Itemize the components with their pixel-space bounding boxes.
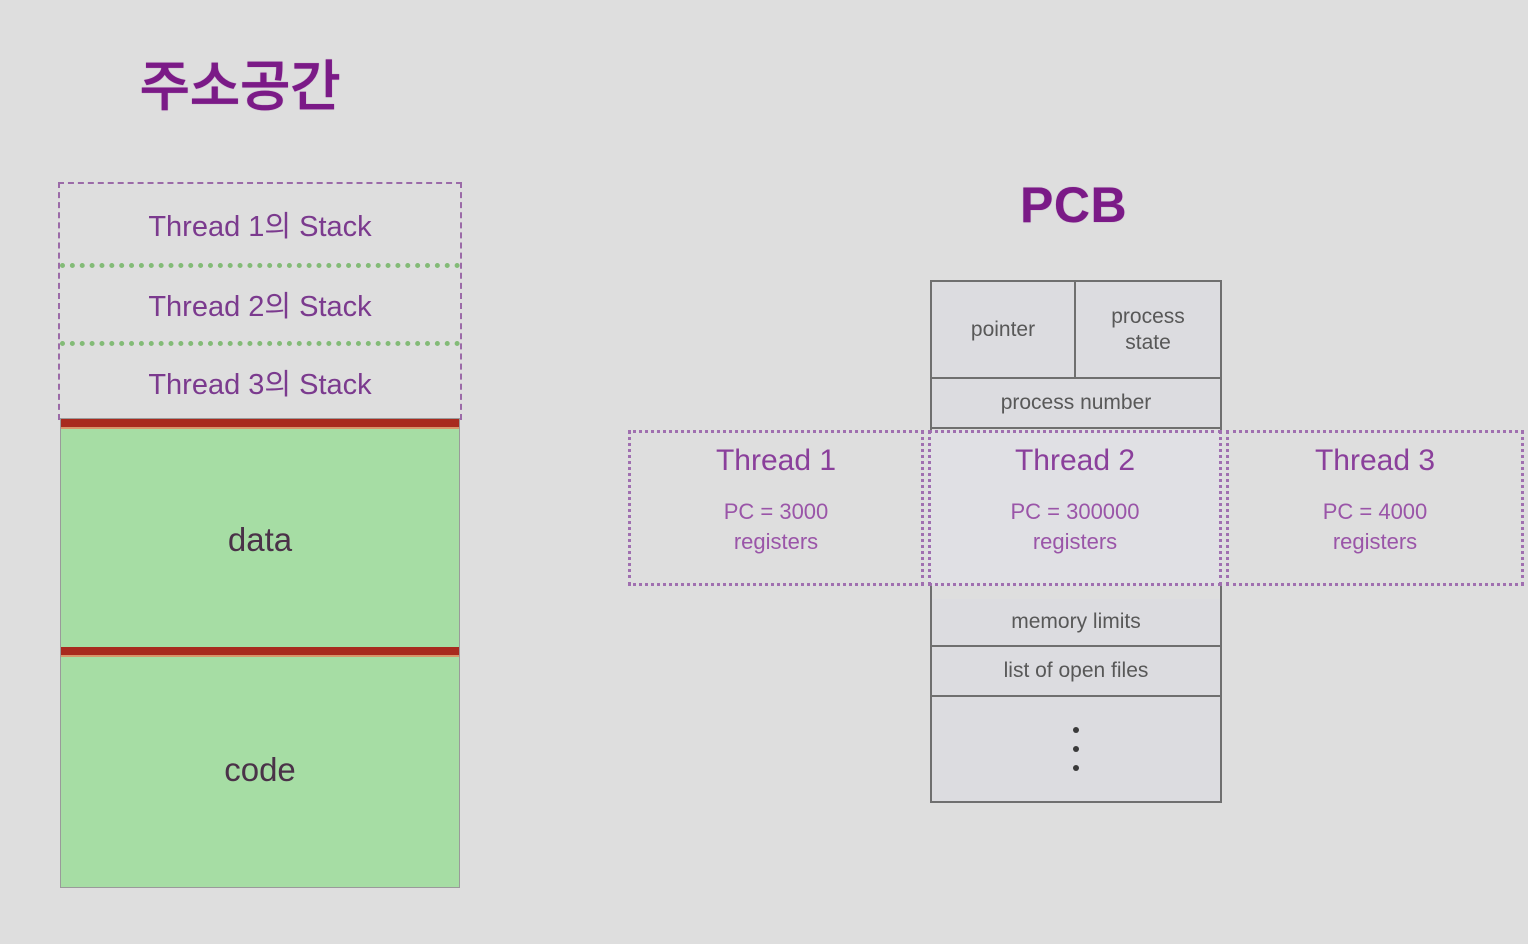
pcb-row-list-of-open-files: list of open files bbox=[932, 647, 1220, 697]
address-space-title: 주소공간 bbox=[140, 57, 341, 117]
stack-row-thread-1: Thread 1의 Stack bbox=[60, 186, 460, 262]
pcb-row-process-number: process number bbox=[932, 379, 1220, 429]
thread-box-registers: registers bbox=[733, 529, 819, 554]
address-space-diagram: Thread 1의 Stack Thread 2의 Stack Thread 3… bbox=[58, 182, 462, 888]
segment-divider-top bbox=[61, 419, 459, 429]
thread-box-pc: PC = 300000 bbox=[1010, 499, 1140, 524]
stack-row-thread-3: Thread 3의 Stack bbox=[60, 344, 460, 420]
stack-row-label: Thread 1의 Stack bbox=[148, 211, 372, 243]
thread-box-registers: registers bbox=[1032, 529, 1118, 554]
thread-box-pc: PC = 4000 bbox=[1322, 499, 1428, 524]
segment-divider-middle bbox=[61, 647, 459, 657]
pcb-cell-pointer: pointer bbox=[932, 282, 1076, 377]
memory-segments-block: data code bbox=[60, 418, 460, 888]
segment-label-code: code bbox=[224, 751, 296, 788]
pcb-title: PCB bbox=[1020, 177, 1128, 233]
pcb-row-memory-limits: memory limits bbox=[932, 599, 1220, 647]
thread-stack-group: Thread 1의 Stack Thread 2의 Stack Thread 3… bbox=[58, 182, 462, 420]
segment-label-data: data bbox=[227, 521, 293, 558]
thread-box-registers: registers bbox=[1332, 529, 1418, 554]
pcb-cell-process-state-line1: process bbox=[1111, 304, 1185, 328]
stack-separator-1 bbox=[60, 263, 460, 268]
stack-row-label: Thread 3의 Stack bbox=[148, 369, 372, 401]
thread-box-2: Thread 2 PC = 300000 registers bbox=[928, 430, 1222, 586]
thread-box-title: Thread 2 bbox=[1014, 444, 1136, 477]
thread-box-1: Thread 1 PC = 3000 registers bbox=[628, 430, 924, 586]
stack-separator-2 bbox=[60, 341, 460, 346]
thread-box-title: Thread 3 bbox=[1314, 444, 1436, 477]
vertical-ellipsis-icon bbox=[1073, 727, 1079, 771]
thread-box-pc: PC = 3000 bbox=[723, 499, 829, 524]
pcb-cell-process-state-line2: state bbox=[1125, 330, 1171, 354]
thread-box-title: Thread 1 bbox=[715, 444, 837, 477]
stack-row-label: Thread 2의 Stack bbox=[148, 291, 372, 323]
pcb-row-ellipsis bbox=[932, 697, 1220, 801]
pcb-row-header: pointer process state bbox=[932, 282, 1220, 379]
stack-row-thread-2: Thread 2의 Stack bbox=[60, 266, 460, 342]
thread-box-3: Thread 3 PC = 4000 registers bbox=[1226, 430, 1524, 586]
pcb-cell-process-state: process state bbox=[1076, 282, 1220, 377]
